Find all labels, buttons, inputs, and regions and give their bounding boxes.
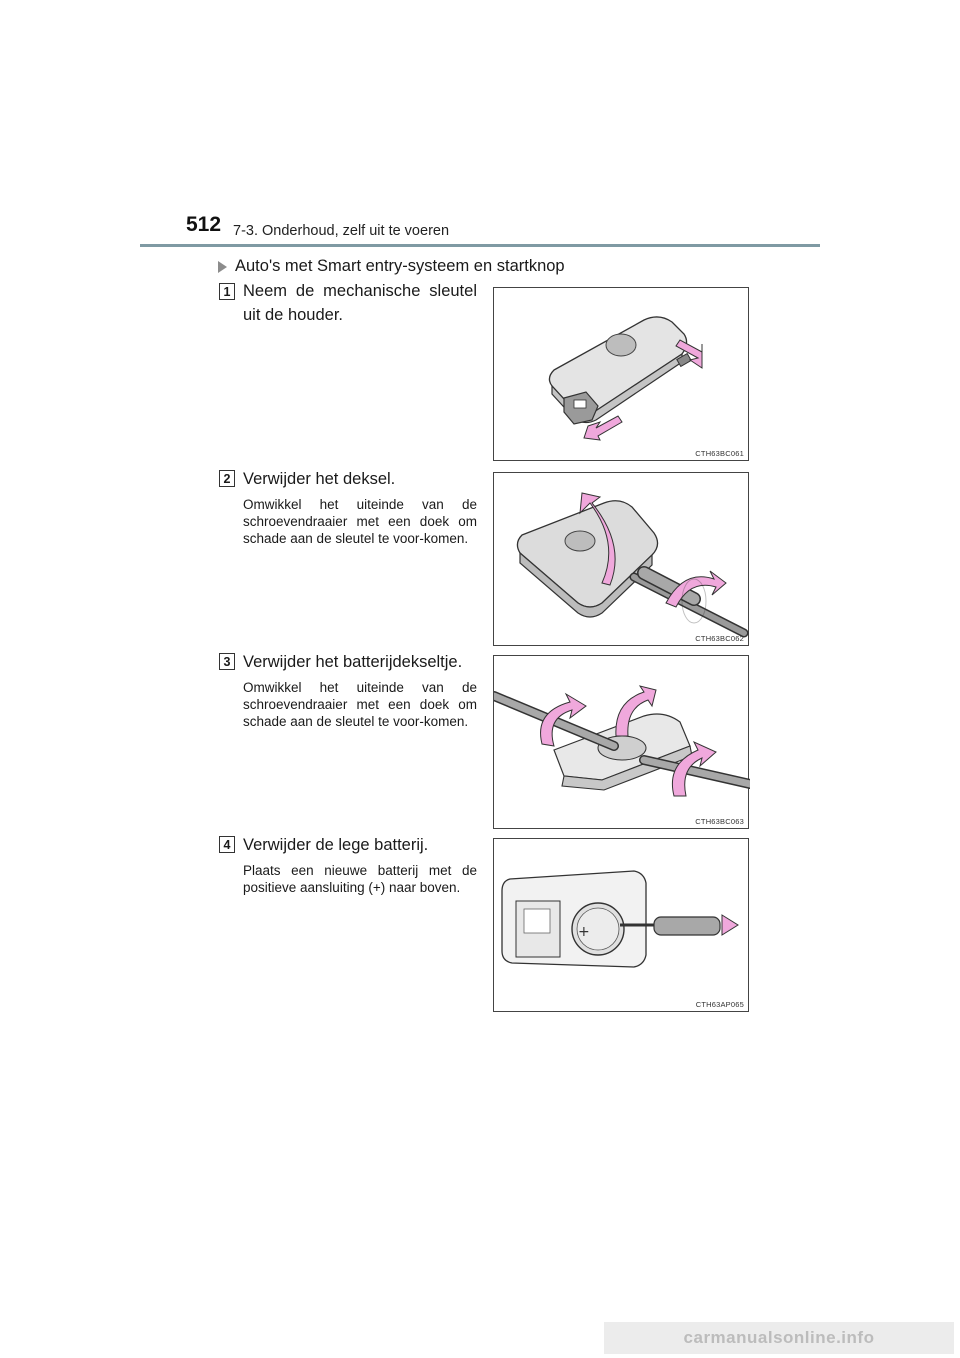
step-number-4: 4 (219, 836, 235, 853)
header-rule (140, 244, 820, 247)
figure-code: CTH63BC062 (695, 634, 744, 643)
triangle-right-icon (218, 260, 227, 273)
step-number-2: 2 (219, 470, 235, 487)
section-title: 7-3. Onderhoud, zelf uit te voeren (233, 223, 450, 239)
subheading: Auto's met Smart entry-systeem en startk… (218, 257, 565, 276)
svg-text:+: + (578, 924, 590, 940)
figure-remove-battery: + CTH63AP065 (493, 838, 749, 1012)
step-4-title: Verwijder de lege batterij. (243, 836, 429, 854)
subheading-text: Auto's met Smart entry-systeem en startk… (235, 257, 565, 275)
figure-code: CTH63AP065 (695, 1000, 744, 1009)
step-4-note: Plaats een nieuwe batterij met de positi… (243, 863, 477, 895)
step-2-note: Omwikkel het uiteinde van de schroevendr… (243, 497, 477, 546)
step-2-title: Verwijder het deksel. (243, 470, 396, 488)
figure-code: CTH63BC063 (695, 817, 744, 826)
page-number: 512 (186, 213, 222, 236)
step-3-title: Verwijder het batterijdekseltje. (243, 653, 463, 671)
watermark: carmanualsonline.info (604, 1322, 954, 1354)
step-1-title: Neem de mechanische sleutel uit de houde… (243, 282, 477, 324)
figure-code: CTH63BC061 (695, 449, 744, 458)
step-number-1: 1 (219, 283, 235, 300)
step-3-note: Omwikkel het uiteinde van de schroevendr… (243, 680, 477, 729)
step-number-3: 3 (219, 653, 235, 670)
figure-remove-battery-cover: CTH63BC063 (493, 655, 750, 829)
figure-remove-mechanical-key: CTH63BC061 (493, 287, 749, 461)
figure-remove-cover: CTH63BC062 (493, 472, 749, 646)
